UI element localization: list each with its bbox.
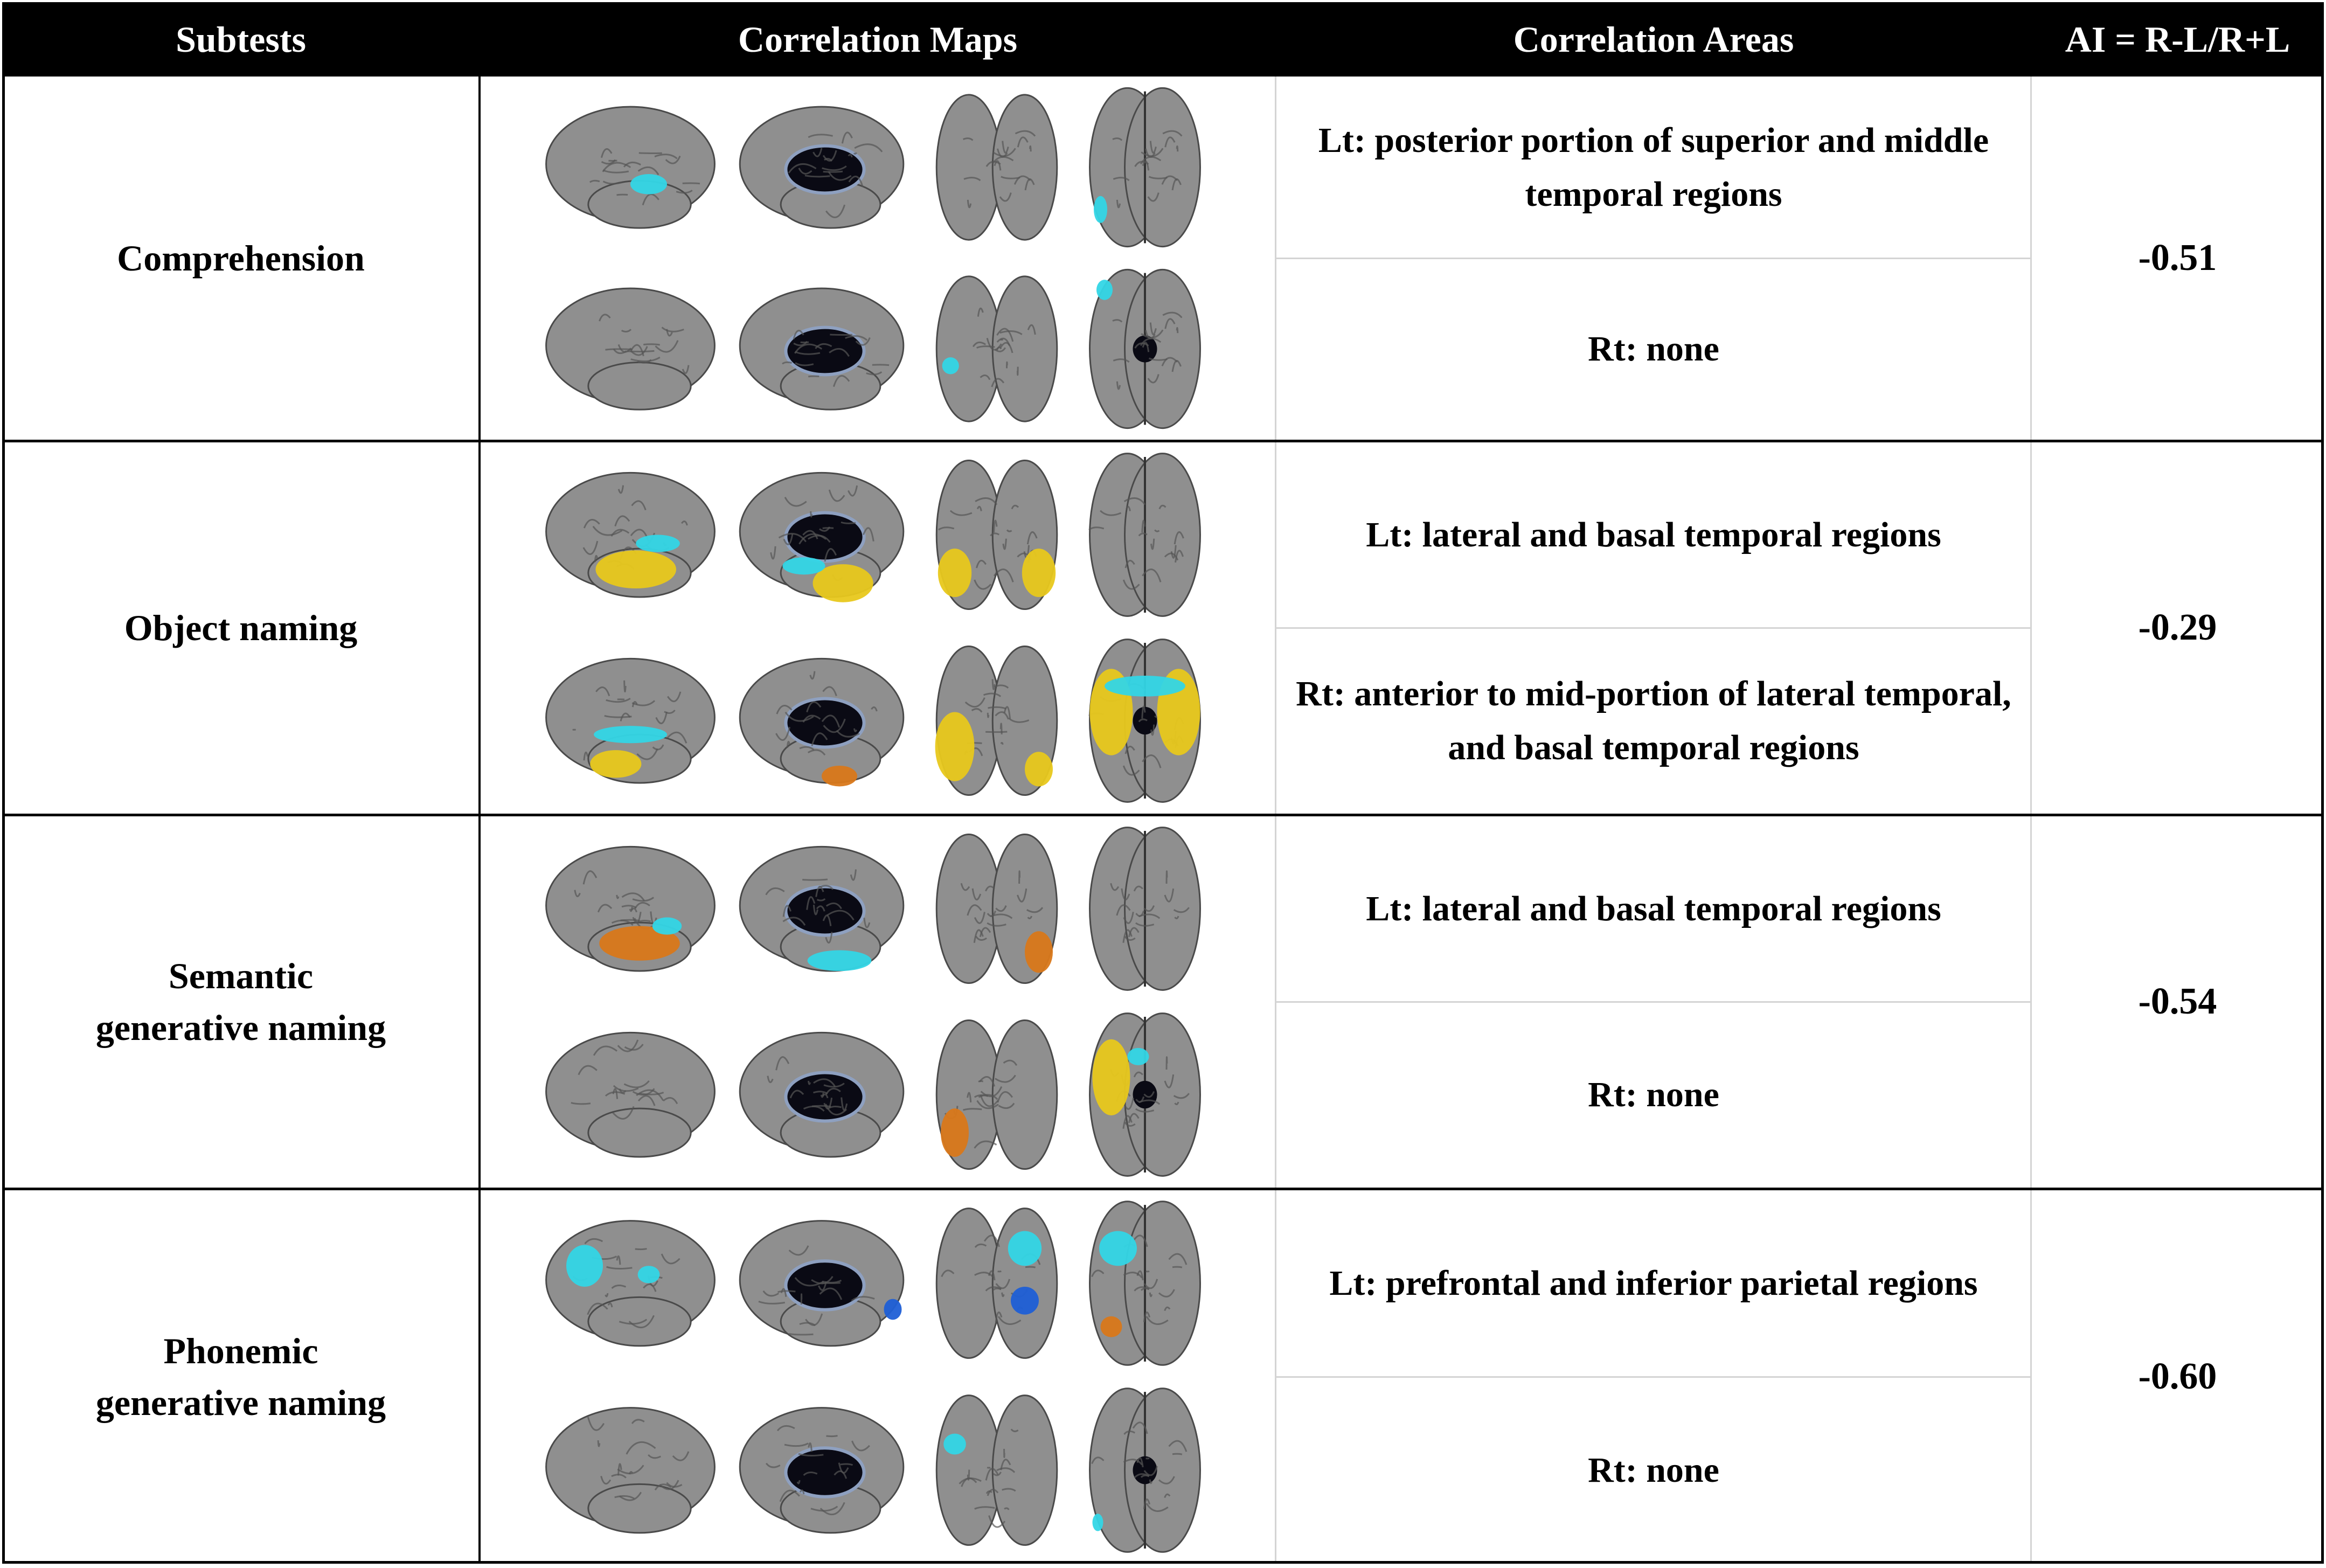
correlation-maps-object-naming bbox=[480, 442, 1276, 814]
ai-value-semantic-generative-naming: -0.54 bbox=[2138, 981, 2217, 1022]
table-border-right bbox=[2321, 2, 2324, 1564]
brain-left-medial-view bbox=[739, 845, 905, 972]
brain-superior-view bbox=[1089, 827, 1201, 991]
column-divider-areas bbox=[2030, 77, 2032, 1564]
brain-right-lateral-view bbox=[545, 287, 716, 411]
header-correlation-areas: Correlation Areas bbox=[1276, 2, 2031, 77]
brain-anterior-view bbox=[935, 459, 1058, 610]
brain-left-lateral-view bbox=[545, 106, 716, 229]
row-divider-2 bbox=[2, 814, 2324, 816]
brain-left-lateral-view bbox=[545, 845, 716, 972]
brain-left-lateral-view bbox=[545, 471, 716, 598]
area-divider-2 bbox=[1276, 627, 2031, 629]
brain-posterior-view bbox=[935, 1394, 1058, 1546]
brain-left-lateral-view bbox=[545, 1220, 716, 1347]
brain-superior-view bbox=[1089, 1201, 1201, 1366]
column-divider-subtests bbox=[478, 77, 481, 1564]
subtest-name-semantic-generative-naming: Semantic generative naming bbox=[95, 955, 386, 1048]
area-divider-4 bbox=[1276, 1376, 2031, 1378]
lt-area-phonemic-generative-naming: Lt: prefrontal and inferior parietal reg… bbox=[1329, 1263, 1978, 1303]
brain-inferior-view bbox=[1089, 1012, 1201, 1177]
brain-left-medial-view bbox=[739, 471, 905, 602]
brain-right-medial-view bbox=[739, 1031, 905, 1158]
brain-right-medial-view bbox=[739, 1407, 905, 1534]
header-subtests: Subtests bbox=[2, 2, 480, 77]
brain-right-medial-view bbox=[739, 287, 905, 411]
lt-area-object-naming: Lt: lateral and basal temporal regions bbox=[1366, 515, 1941, 554]
brain-left-medial-view bbox=[739, 1220, 905, 1347]
brain-right-medial-view bbox=[739, 657, 905, 787]
row-divider-3 bbox=[2, 1188, 2324, 1190]
brain-anterior-view bbox=[935, 833, 1058, 984]
brain-superior-view bbox=[1089, 87, 1201, 248]
correlation-maps-phonemic-generative-naming bbox=[480, 1190, 1276, 1564]
lt-area-comprehension: Lt: posterior portion of superior and mi… bbox=[1318, 120, 1989, 214]
subtest-name-object-naming: Object naming bbox=[124, 607, 358, 648]
brain-right-lateral-view bbox=[545, 1407, 716, 1534]
lt-area-semantic-generative-naming: Lt: lateral and basal temporal regions bbox=[1366, 889, 1941, 928]
brain-posterior-view bbox=[935, 275, 1058, 422]
brain-anterior-view bbox=[935, 1208, 1058, 1359]
table-border-bottom bbox=[2, 1561, 2324, 1564]
brain-inferior-view bbox=[1089, 1387, 1201, 1553]
subtest-name-comprehension: Comprehension bbox=[117, 238, 365, 279]
subtest-name-phonemic-generative-naming: Phonemic generative naming bbox=[95, 1330, 386, 1423]
area-divider-3 bbox=[1276, 1001, 2031, 1003]
header-correlation-maps: Correlation Maps bbox=[480, 2, 1276, 77]
rt-area-object-naming: Rt: anterior to mid-portion of lateral t… bbox=[1296, 674, 2011, 767]
correlation-maps-semantic-generative-naming bbox=[480, 816, 1276, 1188]
rt-area-phonemic-generative-naming: Rt: none bbox=[1588, 1450, 1719, 1490]
ai-value-phonemic-generative-naming: -0.60 bbox=[2138, 1356, 2217, 1397]
rt-area-comprehension: Rt: none bbox=[1588, 329, 1719, 369]
brain-right-lateral-view bbox=[545, 1031, 716, 1158]
brain-left-medial-view bbox=[739, 106, 905, 229]
header-ai-formula: AI = R-L/R+L bbox=[2031, 2, 2324, 77]
column-divider-maps bbox=[1275, 77, 1276, 1564]
ai-value-comprehension: -0.51 bbox=[2138, 237, 2217, 279]
rt-area-semantic-generative-naming: Rt: none bbox=[1588, 1074, 1719, 1114]
brain-superior-view bbox=[1088, 453, 1201, 617]
brain-inferior-view bbox=[1089, 268, 1201, 429]
table-border-left bbox=[2, 2, 5, 1564]
row-divider-1 bbox=[2, 440, 2324, 442]
area-divider-1 bbox=[1276, 258, 2031, 259]
ai-value-object-naming: -0.29 bbox=[2138, 607, 2217, 648]
correlation-maps-comprehension bbox=[480, 77, 1276, 440]
brain-inferior-view bbox=[1088, 639, 1201, 803]
brain-posterior-view bbox=[935, 645, 1058, 796]
brain-right-lateral-view bbox=[545, 657, 716, 784]
brain-anterior-view bbox=[935, 94, 1058, 241]
brain-posterior-view bbox=[935, 1019, 1058, 1170]
